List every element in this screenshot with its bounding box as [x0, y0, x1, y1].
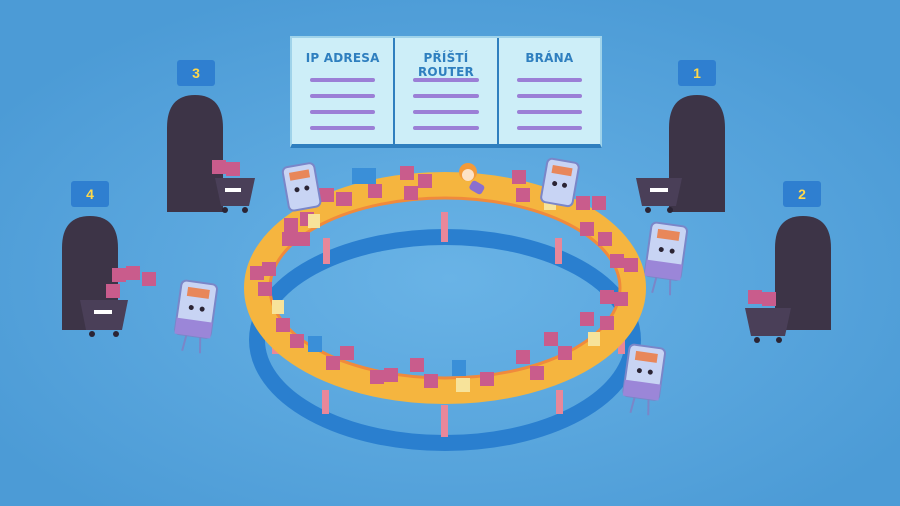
- routing-table: IP ADRESA PŘÍŠTÍ ROUTER BRÁNA: [290, 36, 602, 148]
- riding-character: [459, 163, 485, 195]
- column-header-ip-address: IP ADRESA: [305, 51, 380, 65]
- doors: [62, 95, 831, 330]
- ring-track: [244, 172, 646, 404]
- table-row-line: [413, 94, 479, 98]
- table-row-line: [310, 78, 376, 82]
- column-header-gateway: BRÁNA: [525, 51, 574, 65]
- table-column-ip: IP ADRESA: [292, 38, 396, 144]
- table-row-line: [310, 126, 376, 130]
- table-row-line: [516, 94, 582, 98]
- packets: [106, 160, 776, 392]
- door-1: [669, 95, 725, 212]
- carts: [80, 178, 791, 343]
- door-2: [775, 216, 831, 330]
- door-number-badge-3: 3: [177, 60, 215, 86]
- table-column-next-router: PŘÍŠTÍ ROUTER: [395, 38, 499, 144]
- door-number-badge-2: 2: [783, 181, 821, 207]
- table-column-gateway: BRÁNA: [499, 38, 600, 144]
- table-row-line: [310, 110, 376, 114]
- table-row-line: [516, 126, 582, 130]
- table-row-line: [516, 78, 582, 82]
- routers: [174, 157, 689, 416]
- table-row-line: [413, 110, 479, 114]
- table-row-line: [413, 126, 479, 130]
- table-row-line: [413, 78, 479, 82]
- table-row-line: [310, 94, 376, 98]
- door-3: [167, 95, 223, 212]
- table-row-line: [516, 110, 582, 114]
- door-number-badge-1: 1: [678, 60, 716, 86]
- column-header-next-router: PŘÍŠTÍ ROUTER: [417, 51, 474, 79]
- door-number-badge-4: 4: [71, 181, 109, 207]
